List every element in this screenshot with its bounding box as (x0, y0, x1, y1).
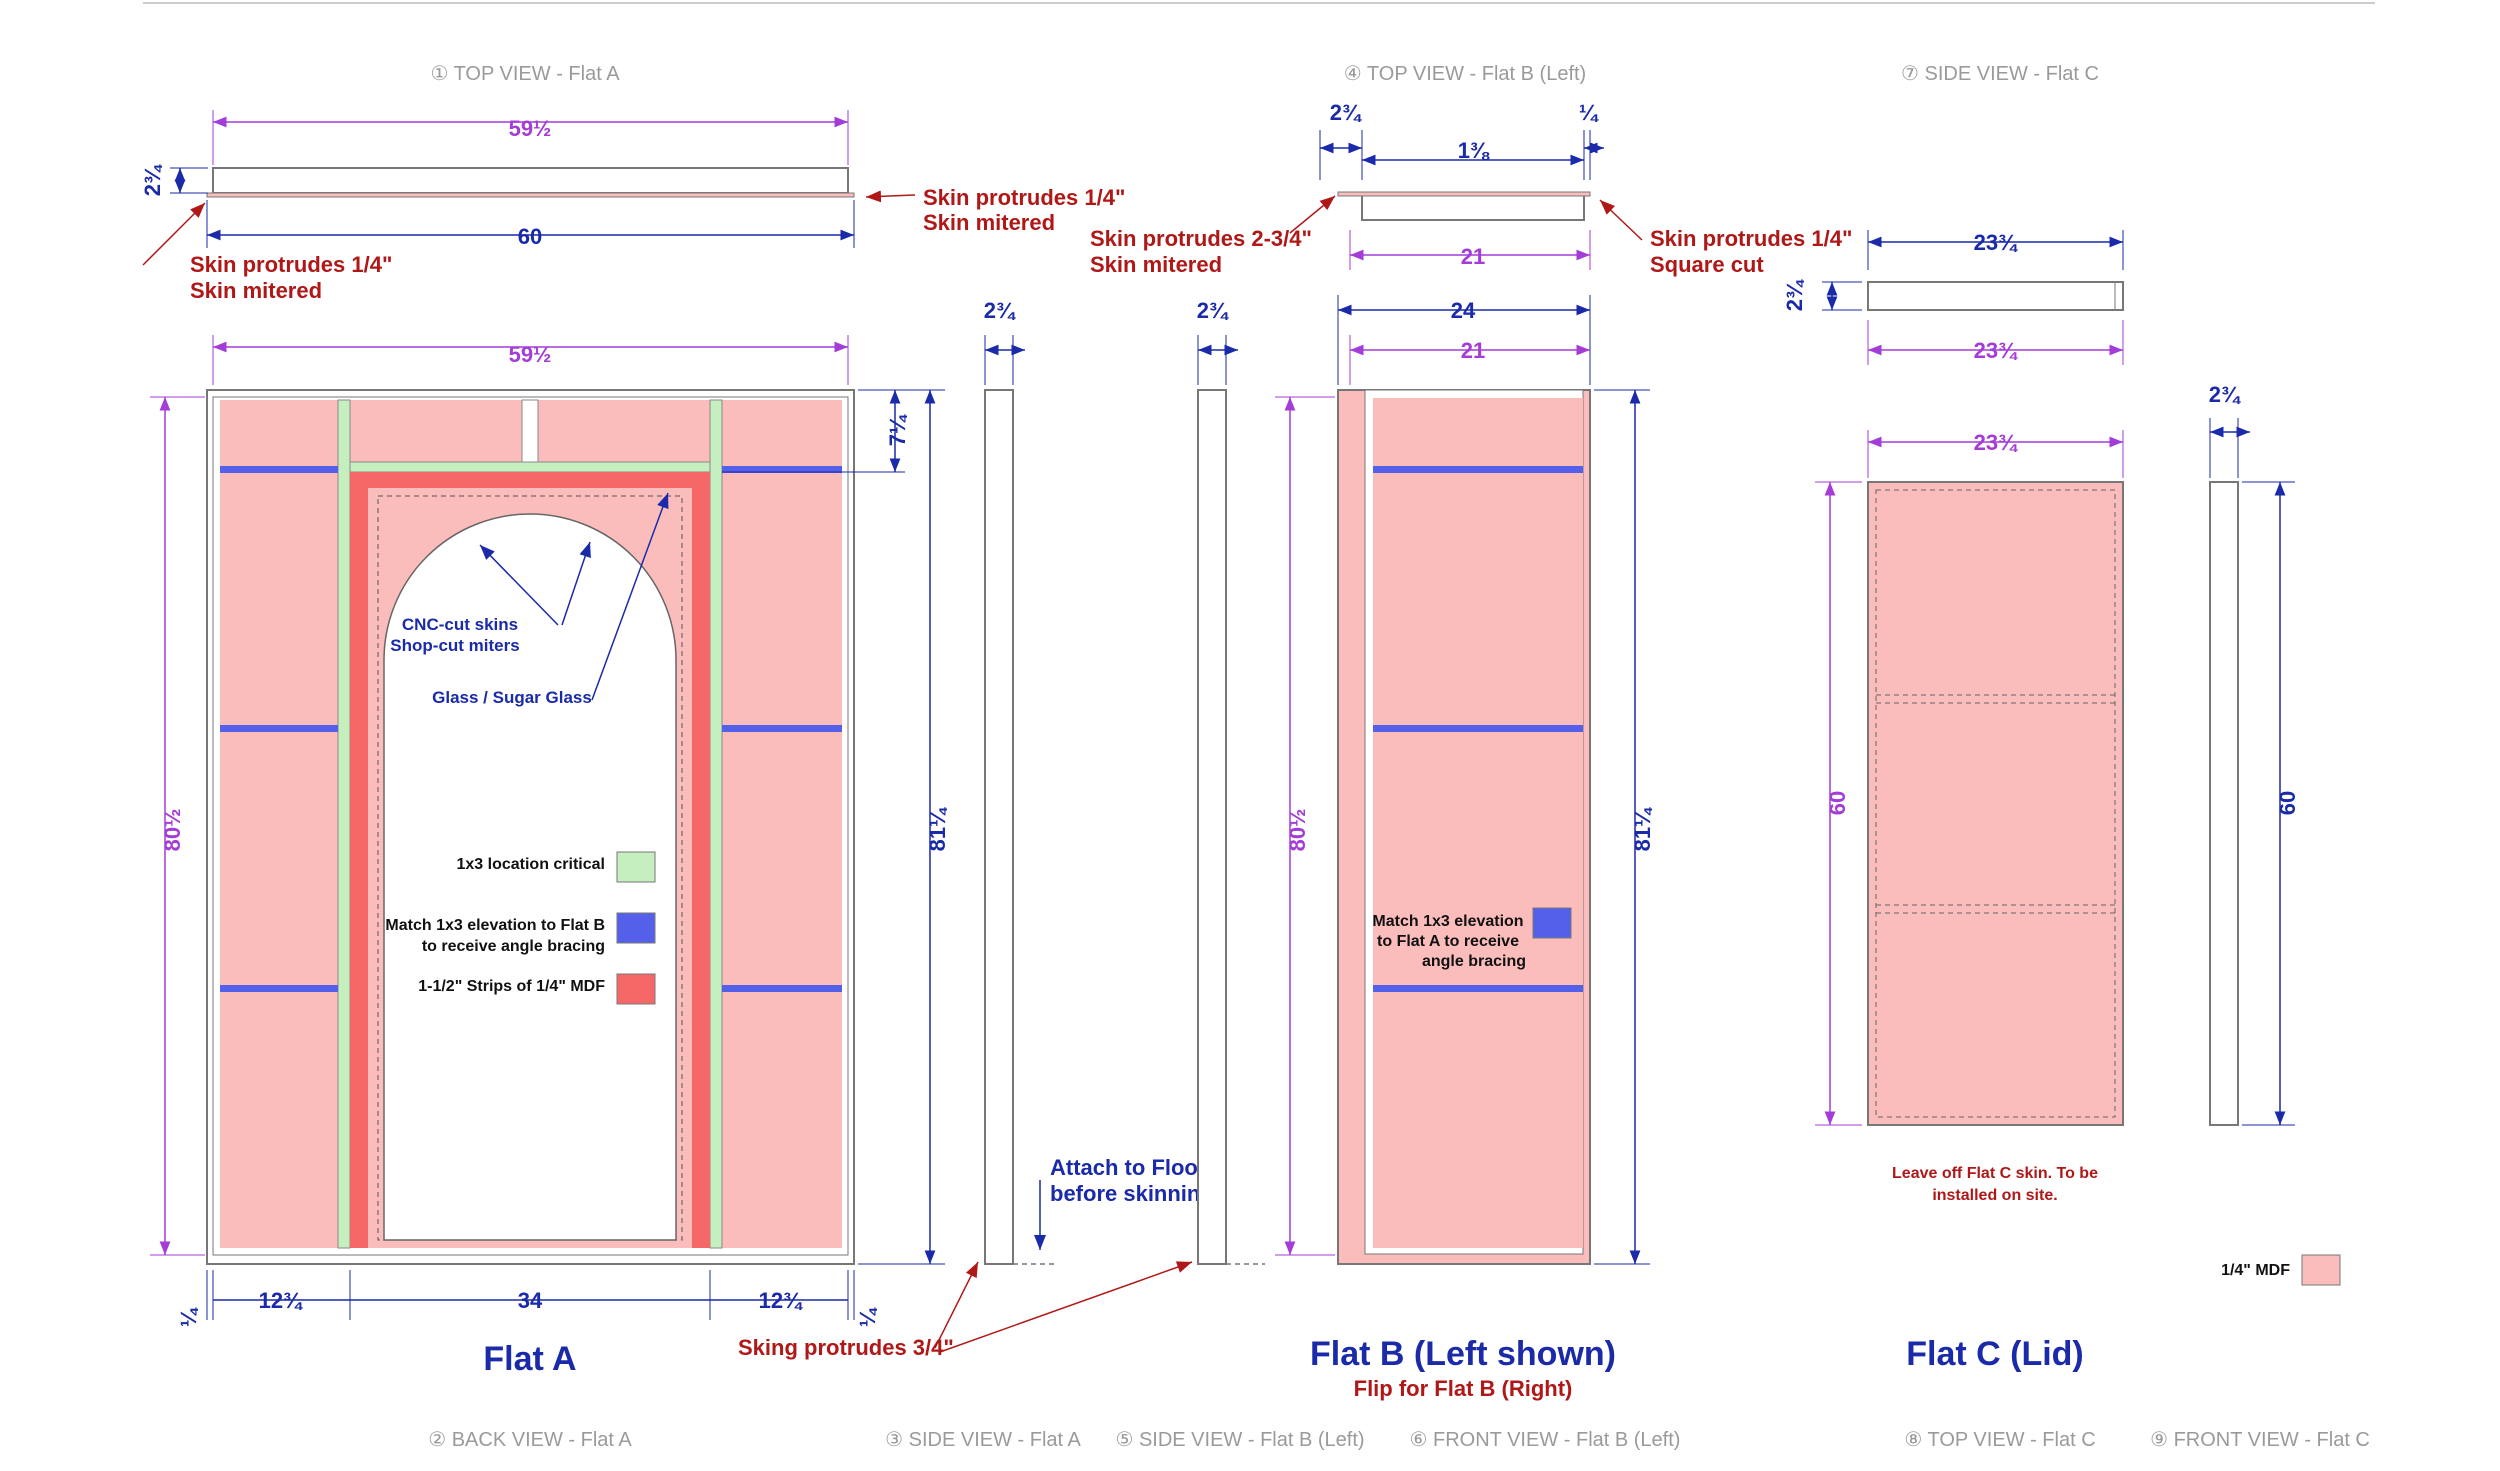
leader-a-left (142, 202, 206, 266)
view-label-2: ② BACK VIEW - Flat A (428, 1429, 632, 1451)
legend-red-swatch (616, 973, 656, 1005)
top-view-flat-b (1319, 130, 1604, 270)
dim-a-back-h: 80½ (160, 809, 185, 852)
top-view-flat-c (1815, 430, 2124, 1126)
front-view-flat-c (2209, 418, 2295, 1126)
view-label-4: ④ TOP VIEW - Flat B (Left) (1344, 63, 1586, 85)
legend-red-label: 1-1/2" Strips of 1/4" MDF (418, 978, 605, 995)
note-a-right-2: Skin mitered (923, 210, 1055, 235)
legend-green-label: 1x3 location critical (456, 856, 605, 873)
dim-c-front-thk: 2¾ (2209, 382, 2241, 407)
leader-b-right (1599, 199, 1643, 241)
note-leave-off-1: Leave off Flat C skin. To be (1892, 1165, 2098, 1182)
dim-a-bot-q-left: ¼ (176, 1307, 201, 1327)
dim-b-front-h-right: 81¼ (1630, 807, 1655, 851)
note-sking: Sking protrudes 3/4" (738, 1335, 954, 1360)
side-view-flat-b (1197, 335, 1265, 1265)
note-b-right-1: Skin protrudes 1/4" (1650, 226, 1852, 251)
note-cnc-1: CNC-cut skins (402, 615, 518, 634)
back-view-flat-a (206, 389, 855, 1265)
front-view-flat-b (1275, 295, 1650, 1265)
title-flat-a: Flat A (483, 1340, 576, 1378)
note-match-b-3: angle bracing (1422, 953, 1526, 970)
note-a-right-1: Skin protrudes 1/4" (923, 185, 1125, 210)
side-view-flat-c (1822, 230, 2124, 365)
view-label-6: ⑥ FRONT VIEW - Flat B (Left) (1410, 1429, 1681, 1451)
dim-b-top-21: 21 (1461, 244, 1485, 269)
legend-blue-label-2: to receive angle bracing (422, 938, 605, 955)
view-label-5: ⑤ SIDE VIEW - Flat B (Left) (1115, 1429, 1364, 1451)
dim-b-front-24: 24 (1451, 298, 1476, 323)
note-b-left-1: Skin protrudes 2-3/4" (1090, 226, 1312, 251)
note-cnc-2: Shop-cut miters (390, 636, 519, 655)
dim-a-top-thk: 2¾ (140, 164, 165, 196)
view-label-1: ① TOP VIEW - Flat A (430, 63, 620, 85)
leader-glass (591, 492, 669, 701)
dim-a-bot-q-right: ¼ (855, 1307, 880, 1327)
dim-b-side-thk: 2¾ (1197, 298, 1229, 323)
dim-c-top-w: 23¾ (1974, 430, 2018, 455)
dim-b-top-right: ¼ (1579, 100, 1599, 125)
subtitle-flat-b: Flip for Flat B (Right) (1354, 1376, 1573, 1401)
leader-cnc-1 (479, 544, 559, 626)
dim-a-bot-mid: 34 (518, 1288, 543, 1313)
note-match-b-1: Match 1x3 elevation (1372, 913, 1523, 930)
note-leave-off-2: installed on site. (1932, 1187, 2057, 1204)
dim-c-side-thk: 2¾ (1782, 279, 1807, 311)
legend-blue-swatch (616, 912, 656, 944)
dim-a-bot-left: 12¾ (259, 1288, 303, 1313)
note-match-b-2: to Flat A to receive (1377, 933, 1519, 950)
title-flat-c: Flat C (Lid) (1906, 1335, 2084, 1373)
dim-a-side-thk: 2¾ (984, 298, 1016, 323)
legend-mdf-swatch (2301, 1254, 2341, 1286)
side-view-flat-a (984, 335, 1055, 1265)
view-label-8: ⑧ TOP VIEW - Flat C (1904, 1429, 2095, 1451)
note-b-left-2: Skin mitered (1090, 252, 1222, 277)
dim-b-top-mid: 1⅜ (1458, 138, 1490, 163)
dim-a-back-w: 59½ (509, 342, 552, 367)
view-label-7: ⑦ SIDE VIEW - Flat C (1901, 63, 2099, 85)
title-flat-b: Flat B (Left shown) (1310, 1335, 1616, 1373)
dim-c-top-h: 60 (1825, 791, 1850, 815)
dim-a-inner-h: 81¼ (925, 807, 950, 851)
leader-cnc-2 (561, 541, 591, 626)
legend-mdf-label: 1/4" MDF (2221, 1262, 2290, 1279)
note-glass: Glass / Sugar Glass (432, 688, 592, 707)
leader-sking-1 (934, 1261, 979, 1349)
dim-b-top-left: 2¾ (1330, 100, 1362, 125)
dim-b-front-h-left: 80½ (1285, 809, 1310, 852)
dim-c-side-w: 23¾ (1974, 230, 2018, 255)
legend-b-blue-swatch (1532, 907, 1572, 939)
note-attach-1: Attach to Floor (1050, 1155, 1207, 1180)
legend-blue-label-1: Match 1x3 elevation to Flat B (385, 917, 605, 934)
leader-a-right (865, 190, 916, 203)
view-label-9: ⑨ FRONT VIEW - Flat C (2150, 1429, 2370, 1451)
dim-a-top-full: 60 (518, 224, 542, 249)
dim-c-side-w2: 23¾ (1974, 338, 2018, 363)
leader-sking-2 (939, 1261, 1193, 1353)
dim-c-front-h: 60 (2275, 791, 2300, 815)
view-label-3: ③ SIDE VIEW - Flat A (885, 1429, 1081, 1451)
dim-a-header: 7¼ (885, 414, 910, 446)
top-view-flat-a (170, 110, 855, 248)
note-a-left-2: Skin mitered (190, 278, 322, 303)
dim-b-front-21: 21 (1461, 338, 1485, 363)
dim-a-top-w: 59½ (509, 116, 552, 141)
leader-b-left (1289, 195, 1336, 234)
note-b-right-2: Square cut (1650, 252, 1764, 277)
dim-a-bot-right: 12¾ (759, 1288, 803, 1313)
note-a-left-1: Skin protrudes 1/4" (190, 252, 392, 277)
note-attach-2: before skinning (1050, 1181, 1214, 1206)
legend-green-swatch (616, 851, 656, 883)
